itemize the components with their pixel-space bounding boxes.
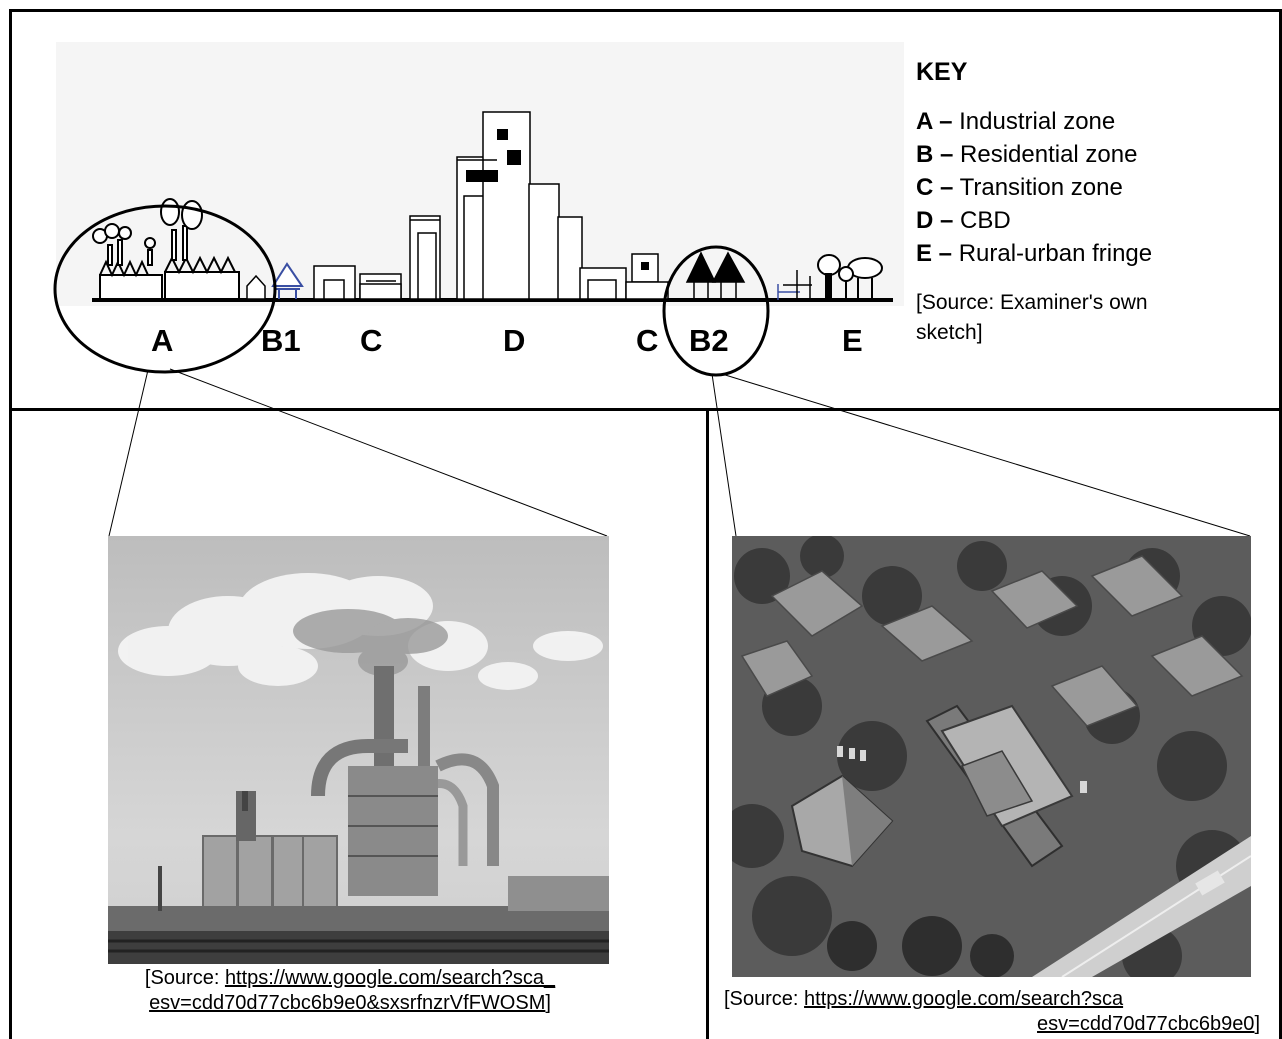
source-prefix: [Source: xyxy=(144,967,225,989)
source-link[interactable]: https://www.google.com/search?sca_ xyxy=(224,967,556,989)
frame-lower-right-border xyxy=(1279,408,1282,1039)
connector-line xyxy=(721,373,1251,537)
source-link[interactable]: https://www.google.com/search?sca xyxy=(804,988,1124,1010)
frame-left-border xyxy=(9,9,12,409)
key-item-code: A – xyxy=(916,108,953,135)
industrial-photo-source: [Source: https://www.google.com/search?s… xyxy=(55,966,645,1016)
zone-label-d: D xyxy=(503,323,526,358)
frame-middle-divider xyxy=(9,408,1282,411)
source-suffix: ] xyxy=(545,992,551,1014)
key-source-line: sketch] xyxy=(916,321,983,344)
key-item-code: B – xyxy=(916,141,954,168)
zone-label-e: E xyxy=(842,323,863,358)
tree-icon xyxy=(817,254,883,299)
frame-lower-center-divider xyxy=(706,408,709,1039)
zone-label-c-left: C xyxy=(360,323,383,358)
source-line: [Source: https://www.google.com/search?s… xyxy=(55,966,645,991)
key-item-label: Rural-urban fringe xyxy=(952,240,1153,267)
key-item: A – Industrial zone xyxy=(916,105,1276,138)
factory-photo-icon xyxy=(108,536,609,964)
key-source: [Source: Examiner's own sketch] xyxy=(916,288,1276,348)
connector-line xyxy=(169,368,608,537)
key-item-label: Transition zone xyxy=(953,174,1123,201)
residential-photo-source: [Source: https://www.google.com/search?s… xyxy=(716,987,1266,1037)
source-line: esv=cdd70d77cbc6b9e0&sxsrfnzrVfFWOSM] xyxy=(55,991,645,1016)
frame-lower-left-border xyxy=(9,408,12,1039)
cbd-building-icon xyxy=(409,111,583,300)
key-title: KEY xyxy=(916,58,968,86)
key-item-code: E – xyxy=(916,240,953,267)
connector-line xyxy=(711,373,737,537)
key-item: D – CBD xyxy=(916,204,1276,237)
building-icon xyxy=(313,265,402,300)
source-line: esv=cdd70d77cbc6b9e0] xyxy=(716,1012,1266,1037)
key-item: C – Transition zone xyxy=(916,171,1276,204)
zone-b2-highlight-ellipse xyxy=(662,245,770,377)
window-icon xyxy=(466,129,521,182)
zone-label-b1: B1 xyxy=(261,323,301,358)
zone-label-b2: B2 xyxy=(689,323,729,358)
key-item: B – Residential zone xyxy=(916,138,1276,171)
zone-label-c-right: C xyxy=(636,323,659,358)
tree-icon xyxy=(685,251,746,298)
residential-aerial-photo xyxy=(732,536,1251,977)
frame-top-border xyxy=(9,9,1282,12)
key-item-label: Residential zone xyxy=(953,141,1138,168)
factory-photo xyxy=(108,536,609,964)
source-suffix: ] xyxy=(1254,1013,1260,1035)
source-link-continuation[interactable]: esv=cdd70d77cbc6b9e0 xyxy=(1037,1013,1255,1035)
window-icon xyxy=(641,262,649,270)
key-source-line: [Source: Examiner's own xyxy=(916,291,1148,314)
source-line: [Source: https://www.google.com/search?s… xyxy=(716,987,1266,1012)
key-item-label: CBD xyxy=(953,207,1011,234)
source-prefix: [Source: xyxy=(724,988,805,1010)
house-icon xyxy=(271,262,304,299)
fence-icon xyxy=(783,270,812,300)
zone-a-highlight-ellipse xyxy=(53,204,277,374)
connector-line xyxy=(108,369,149,537)
key-legend: KEY A – Industrial zone B – Residential … xyxy=(916,58,1276,348)
frame-right-border xyxy=(1279,9,1282,409)
source-link-continuation[interactable]: esv=cdd70d77cbc6b9e0&sxsrfnzrVfFWOSM xyxy=(149,992,546,1014)
key-item-code: C – xyxy=(916,174,954,201)
key-item-label: Industrial zone xyxy=(952,108,1116,135)
zone-label-a: A xyxy=(151,323,174,358)
building-icon xyxy=(579,253,669,300)
key-item: E – Rural-urban fringe xyxy=(916,237,1276,270)
residential-aerial-photo-icon xyxy=(732,536,1251,977)
house-icon xyxy=(246,274,266,300)
key-item-code: D – xyxy=(916,207,954,234)
